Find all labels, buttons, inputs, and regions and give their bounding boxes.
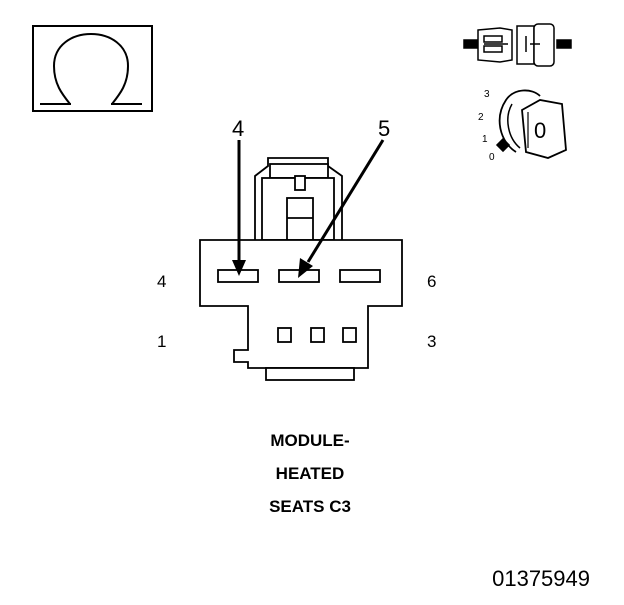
caption-line-1: MODULE- bbox=[270, 431, 350, 450]
caption-line-2: HEATED bbox=[275, 464, 345, 483]
callout-arrow-4 bbox=[232, 140, 246, 276]
callout-label-5: 5 bbox=[378, 116, 390, 141]
pin-label-6: 6 bbox=[427, 272, 436, 291]
omega-terminal-icon bbox=[32, 25, 153, 112]
rotary-lock-icon: 3 2 1 0 0 bbox=[478, 89, 567, 163]
connector-mating-icon bbox=[463, 23, 572, 67]
scale-label-1: 1 bbox=[482, 134, 488, 145]
callout-arrow-5 bbox=[298, 139, 385, 278]
caption-line-3: SEATS C3 bbox=[269, 497, 351, 516]
connector-caption: MODULE- HEATED SEATS C3 bbox=[210, 424, 410, 523]
scale-label-2: 2 bbox=[478, 112, 484, 123]
lock-digit: 0 bbox=[534, 118, 546, 143]
document-number: 01375949 bbox=[492, 566, 590, 591]
scale-label-3: 3 bbox=[484, 89, 490, 100]
scale-label-0: 0 bbox=[489, 152, 495, 163]
pin-label-1: 1 bbox=[157, 332, 166, 351]
pin-label-4: 4 bbox=[157, 272, 166, 291]
callout-label-4: 4 bbox=[232, 116, 244, 141]
pin-label-3: 3 bbox=[427, 332, 436, 351]
